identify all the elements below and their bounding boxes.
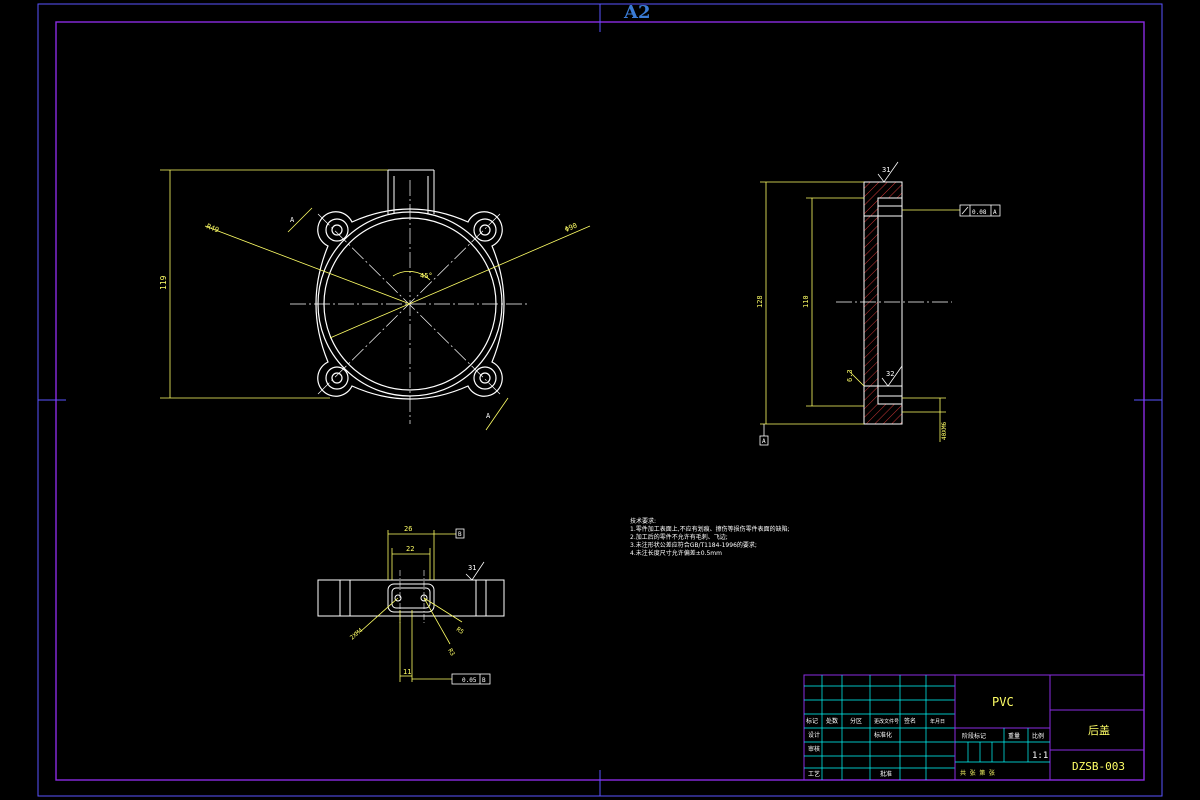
side-view: 31 32 128 110 6.3 40XM6 0.08 A A bbox=[756, 161, 1001, 446]
tb-role-process: 工艺 bbox=[808, 770, 820, 778]
outer-border bbox=[37, 3, 1163, 797]
side-tolerance-frame bbox=[959, 204, 1001, 217]
side-tolerance-ref: A bbox=[993, 209, 997, 216]
side-roughness-bottom: 32 bbox=[886, 370, 894, 378]
detail-dim-thread: 2XM4 bbox=[349, 627, 365, 642]
front-dim-height: 119 bbox=[159, 275, 168, 290]
title-block: 标记 处数 分区 更改文件号 签名 年月日 设计 标准化 审核 工艺 批准 阶段… bbox=[803, 674, 1145, 781]
tb-header-4: 更改文件号 bbox=[874, 718, 899, 725]
front-dim-angle: 45° bbox=[420, 272, 433, 280]
technical-notes: 技术要求: 1.零件加工表面上,不应有划痕、擦伤等损伤零件表面的缺陷; 2.加工… bbox=[630, 518, 790, 558]
detail-roughness: 31 bbox=[468, 564, 476, 572]
sheet-size-label: A2 bbox=[624, 2, 651, 23]
tb-header-2: 处数 bbox=[826, 717, 838, 725]
side-datum-box bbox=[759, 424, 769, 446]
tb-sheet-info: 共 张 第 张 bbox=[960, 769, 995, 777]
detail-datum-label: B bbox=[458, 531, 462, 538]
detail-dim-inner: 22 bbox=[406, 545, 414, 553]
side-tolerance-value: 0.08 bbox=[972, 209, 987, 216]
tb-drawing-number: DZSB-003 bbox=[1072, 760, 1125, 773]
detail-dim-bottom: 11 bbox=[403, 668, 411, 676]
section-mark-top: A bbox=[290, 216, 295, 224]
tb-stage-label: 阶段标记 bbox=[962, 732, 986, 740]
tb-scale-label: 比例 bbox=[1032, 732, 1044, 740]
tb-role-design: 设计 bbox=[808, 731, 820, 739]
tb-header-3: 分区 bbox=[850, 717, 862, 725]
side-dim-overall: 128 bbox=[756, 295, 764, 308]
notes-item-1: 1.零件加工表面上,不应有划痕、擦伤等损伤零件表面的缺陷; bbox=[630, 526, 790, 533]
tb-role-approve: 批准 bbox=[880, 770, 892, 778]
detail-dim-r1: R5 bbox=[455, 626, 465, 636]
inner-frame bbox=[55, 21, 1145, 781]
side-dim-small: 6.3 bbox=[846, 369, 854, 382]
tb-header-5: 签名 bbox=[904, 717, 916, 725]
notes-item-4: 4.未注长度尺寸允许偏差±0.5mm bbox=[630, 550, 722, 557]
detail-tolerance-ref: B bbox=[482, 677, 486, 684]
notes-item-3: 3.未注形状公差应符合GB/T1184-1996的要求; bbox=[630, 542, 757, 549]
tb-role-std: 标准化 bbox=[874, 731, 892, 739]
notes-item-2: 2.加工后的零件不允许有毛刺、飞边; bbox=[630, 534, 728, 541]
tb-header-6: 年月日 bbox=[930, 718, 945, 725]
detail-dim-outer: 26 bbox=[404, 525, 412, 533]
front-dim-radius: R49 bbox=[205, 222, 220, 234]
side-datum-label: A bbox=[762, 438, 766, 445]
tb-role-review: 审核 bbox=[808, 745, 820, 753]
side-dim-thickness: 40XM6 bbox=[941, 422, 948, 440]
tb-weight-label: 重量 bbox=[1008, 732, 1020, 740]
detail-tolerance-value: 0.05 bbox=[462, 677, 477, 684]
tb-header-1: 标记 bbox=[806, 717, 818, 725]
section-mark-bottom: A bbox=[486, 412, 491, 420]
detail-view: 26 22 B 31 2XM4 R5 R3 11 0.05 B bbox=[317, 525, 505, 685]
tb-part-name: 后盖 bbox=[1088, 723, 1110, 737]
side-roughness-top: 31 bbox=[882, 166, 890, 174]
tb-material: PVC bbox=[992, 695, 1014, 709]
notes-title: 技术要求: bbox=[630, 518, 657, 525]
detail-dim-r2: R3 bbox=[446, 648, 456, 658]
centering-marks bbox=[38, 4, 1162, 796]
front-view: 119 bbox=[159, 169, 591, 431]
tb-scale: 1:1 bbox=[1032, 751, 1048, 761]
side-dim-inner: 110 bbox=[802, 295, 810, 308]
